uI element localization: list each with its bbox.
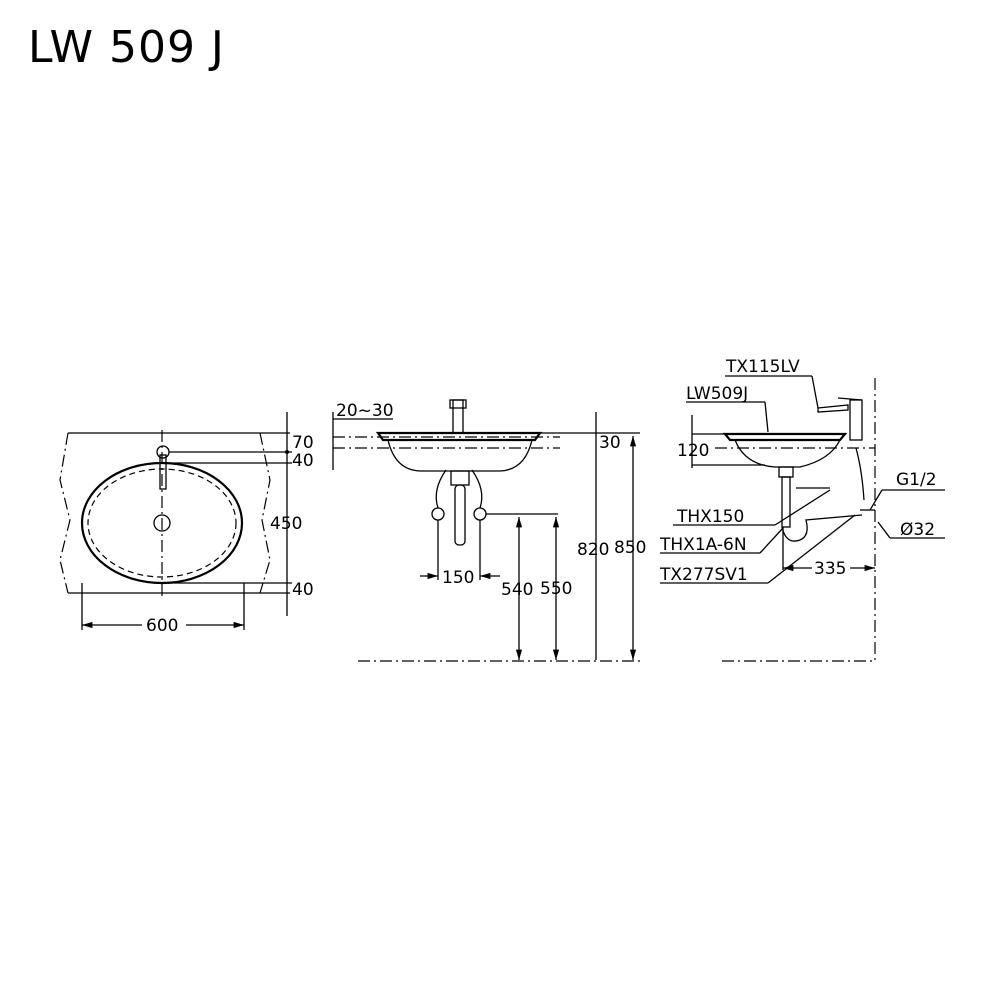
model-title: LW 509 J: [28, 22, 225, 73]
label-basin: LW509J: [686, 384, 748, 404]
dim-supply-height-1: 540: [501, 580, 533, 600]
dim-top-offset: 70: [292, 433, 314, 453]
dim-bottom-offset: 40: [292, 580, 314, 600]
label-trap: THX1A-6N: [659, 535, 747, 555]
side-view: TX115LV LW509J 120 THX150 THX1A-6N TX277…: [659, 357, 945, 662]
dim-faucet-offset: 40: [292, 451, 314, 471]
top-view: 70 40 450 40 600: [59, 412, 314, 636]
label-drain: TX277SV1: [659, 565, 748, 585]
dim-supply-spacing: 150: [442, 568, 474, 588]
front-view: 20~30 30 150 540 550 820 850: [332, 399, 646, 662]
dim-rim-height: 850: [614, 538, 646, 558]
dim-counter-height: 820: [577, 540, 609, 560]
label-faucet: TX115LV: [725, 357, 800, 377]
label-thread: G1/2: [896, 470, 937, 490]
dim-supply-height-2: 550: [540, 579, 572, 599]
dim-depth: 450: [270, 514, 302, 534]
label-pipe: Ø32: [900, 520, 935, 540]
label-valve: THX150: [676, 507, 744, 527]
dim-width: 600: [146, 616, 178, 636]
dim-rim: 30: [599, 433, 621, 453]
dim-wall-offset: 335: [814, 559, 846, 579]
dim-bowl-depth: 120: [677, 441, 709, 461]
dim-counter-thickness: 20~30: [336, 401, 394, 421]
